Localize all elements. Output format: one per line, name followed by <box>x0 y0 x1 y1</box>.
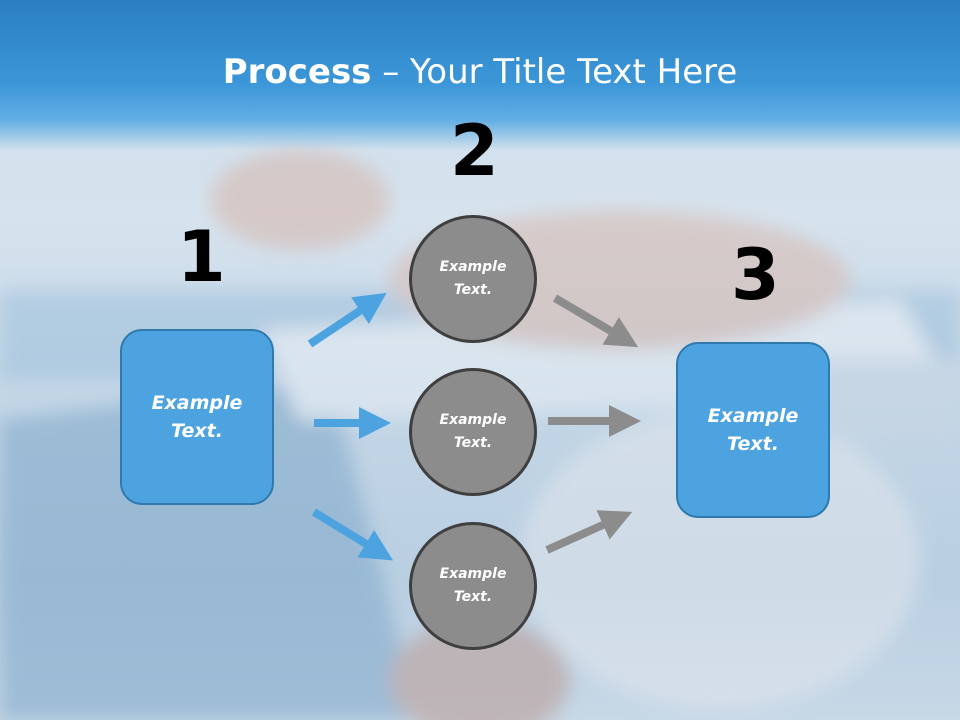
step-circle-1-line1: Example <box>439 258 507 275</box>
title-rest: – Your Title Text Here <box>371 52 738 92</box>
arrow-to-circle-3 <box>311 508 394 561</box>
step-box-1-line2: Text. <box>171 420 223 442</box>
step-box-3-line2: Text. <box>727 433 779 455</box>
arrow-from-circle-1 <box>552 294 639 348</box>
arrow-from-circle-3 <box>545 510 633 554</box>
step-box-3-line1: Example <box>707 404 799 427</box>
title-bold: Process <box>222 52 372 92</box>
title-band <box>0 0 960 150</box>
step-circle-1-line2: Text. <box>453 282 493 298</box>
step-box-1-line1: Example <box>151 391 243 414</box>
step-circle-2-line1: Example <box>439 411 507 428</box>
step-circle-3-line1: Example <box>439 565 507 582</box>
step-circle-3-line2: Text. <box>453 589 493 605</box>
arrow-to-circle-1 <box>307 292 387 348</box>
slide-title: Process – Your Title Text Here <box>0 52 960 92</box>
step-number-1: 1 <box>177 216 226 298</box>
step-number-2: 2 <box>450 110 499 192</box>
step-number-3: 3 <box>731 234 780 316</box>
step-circle-2-line2: Text. <box>453 435 493 451</box>
